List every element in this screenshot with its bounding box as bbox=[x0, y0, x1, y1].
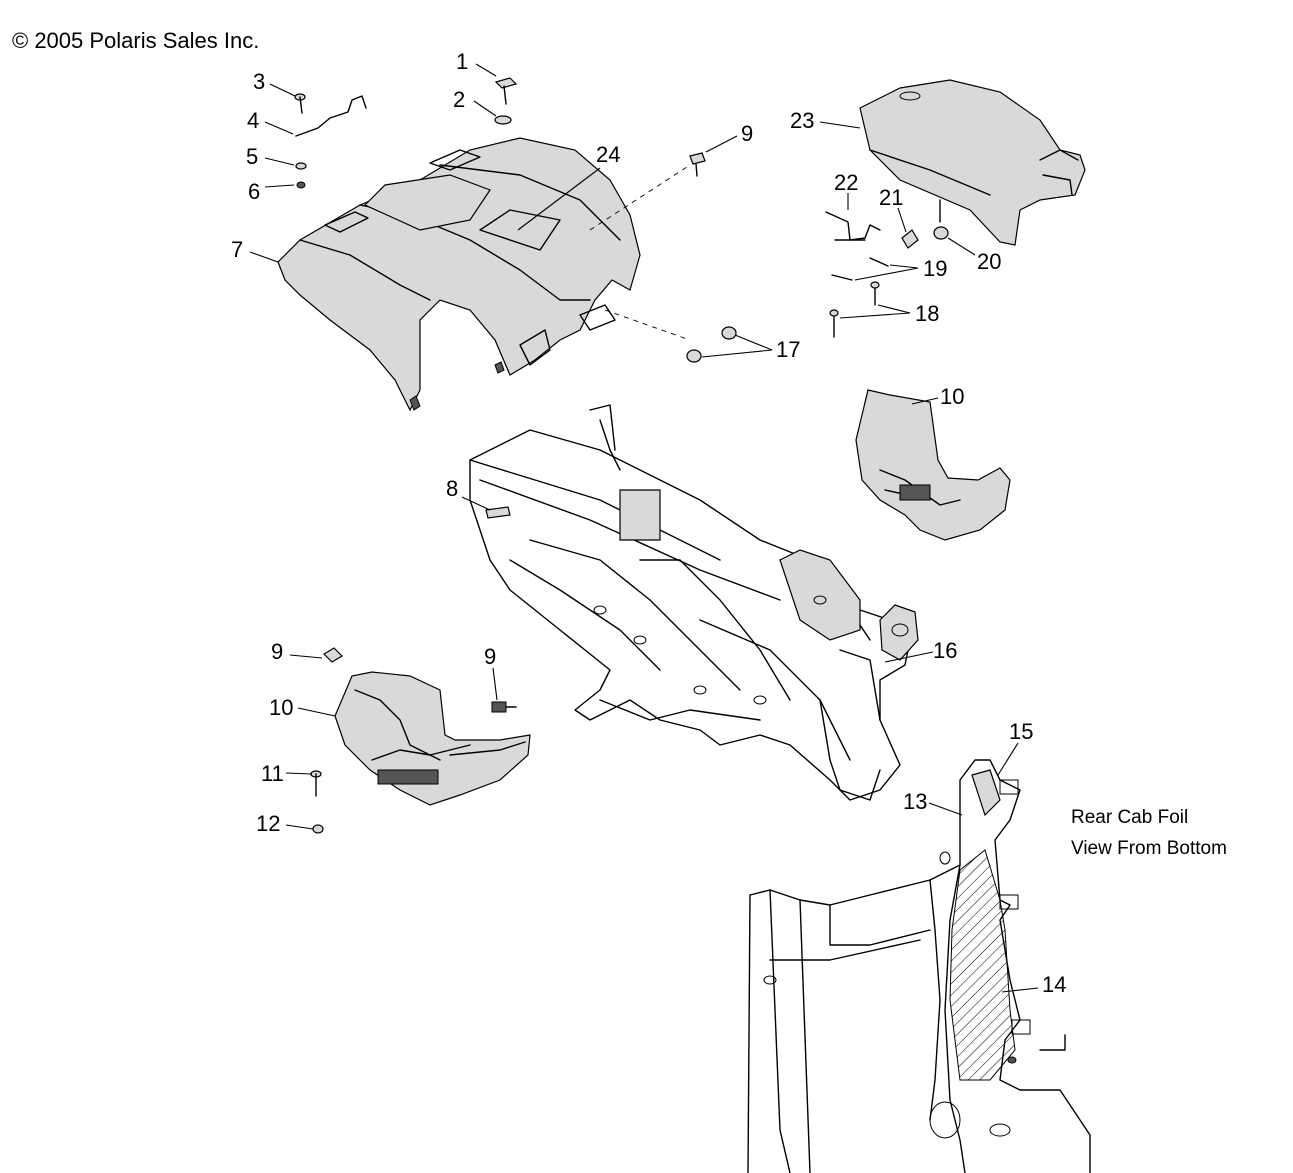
rear-cab-detail bbox=[747, 759, 1091, 1173]
callout-16: 16 bbox=[933, 638, 958, 663]
grommet-part-20 bbox=[933, 199, 949, 240]
callout-12: 12 bbox=[256, 811, 281, 836]
callout-1: 1 bbox=[456, 49, 469, 74]
callout-14: 14 bbox=[1042, 972, 1067, 997]
callout-21: 21 bbox=[879, 185, 904, 210]
seat-part-23 bbox=[859, 79, 1086, 246]
frame-part-16 bbox=[469, 404, 919, 801]
callout-8: 8 bbox=[446, 476, 459, 501]
clip-part-9-left bbox=[323, 647, 343, 663]
callout-5: 5 bbox=[246, 144, 259, 169]
callout-17: 17 bbox=[776, 337, 801, 362]
leader-lines bbox=[249, 63, 1039, 993]
callout-7: 7 bbox=[231, 237, 244, 262]
callout-15: 15 bbox=[1009, 719, 1034, 744]
callout-24: 24 bbox=[596, 142, 621, 167]
latch-part-21 bbox=[901, 229, 919, 249]
callout-11: 11 bbox=[261, 761, 284, 786]
callout-9-left: 9 bbox=[271, 639, 284, 664]
callout-19: 19 bbox=[923, 256, 948, 281]
rear-cab-foil-note: Rear Cab Foil View From Bottom bbox=[1071, 802, 1227, 864]
note-line-2: View From Bottom bbox=[1071, 838, 1227, 859]
bracket-part-22 bbox=[825, 211, 881, 241]
callout-6: 6 bbox=[248, 179, 261, 204]
spring-part-19 bbox=[831, 257, 889, 281]
callout-18: 18 bbox=[915, 301, 940, 326]
clip-part-9-center bbox=[491, 701, 517, 713]
callout-10-right: 10 bbox=[940, 384, 965, 409]
bolt-part-3 bbox=[294, 93, 306, 114]
callout-9-center: 9 bbox=[484, 644, 497, 669]
callout-10-left: 10 bbox=[269, 695, 294, 720]
callout-9-top: 9 bbox=[741, 121, 754, 146]
bracket-part-4 bbox=[295, 95, 367, 137]
callout-13: 13 bbox=[903, 789, 928, 814]
grommets-part-17 bbox=[686, 326, 737, 363]
pin-part-11 bbox=[310, 770, 322, 797]
callout-4: 4 bbox=[247, 108, 260, 133]
callout-23: 23 bbox=[790, 108, 815, 133]
pins-part-18 bbox=[829, 281, 880, 338]
clip-part-8 bbox=[485, 506, 511, 519]
washer-part-5 bbox=[295, 162, 307, 170]
nut-part-12 bbox=[312, 824, 324, 834]
copyright-notice: © 2005 Polaris Sales Inc. bbox=[12, 28, 260, 53]
note-line-1: Rear Cab Foil bbox=[1071, 807, 1189, 828]
clip-part-9-top bbox=[689, 152, 706, 177]
footwell-left-part-10 bbox=[334, 671, 531, 806]
callout-20: 20 bbox=[977, 249, 1002, 274]
nut-part-6 bbox=[296, 181, 306, 189]
callout-22: 22 bbox=[834, 170, 859, 195]
footwell-right-part-10 bbox=[855, 389, 1011, 541]
bolt-part-1 bbox=[494, 77, 518, 105]
callout-2: 2 bbox=[453, 87, 466, 112]
callout-3: 3 bbox=[253, 69, 266, 94]
washer-part-2 bbox=[494, 115, 512, 125]
